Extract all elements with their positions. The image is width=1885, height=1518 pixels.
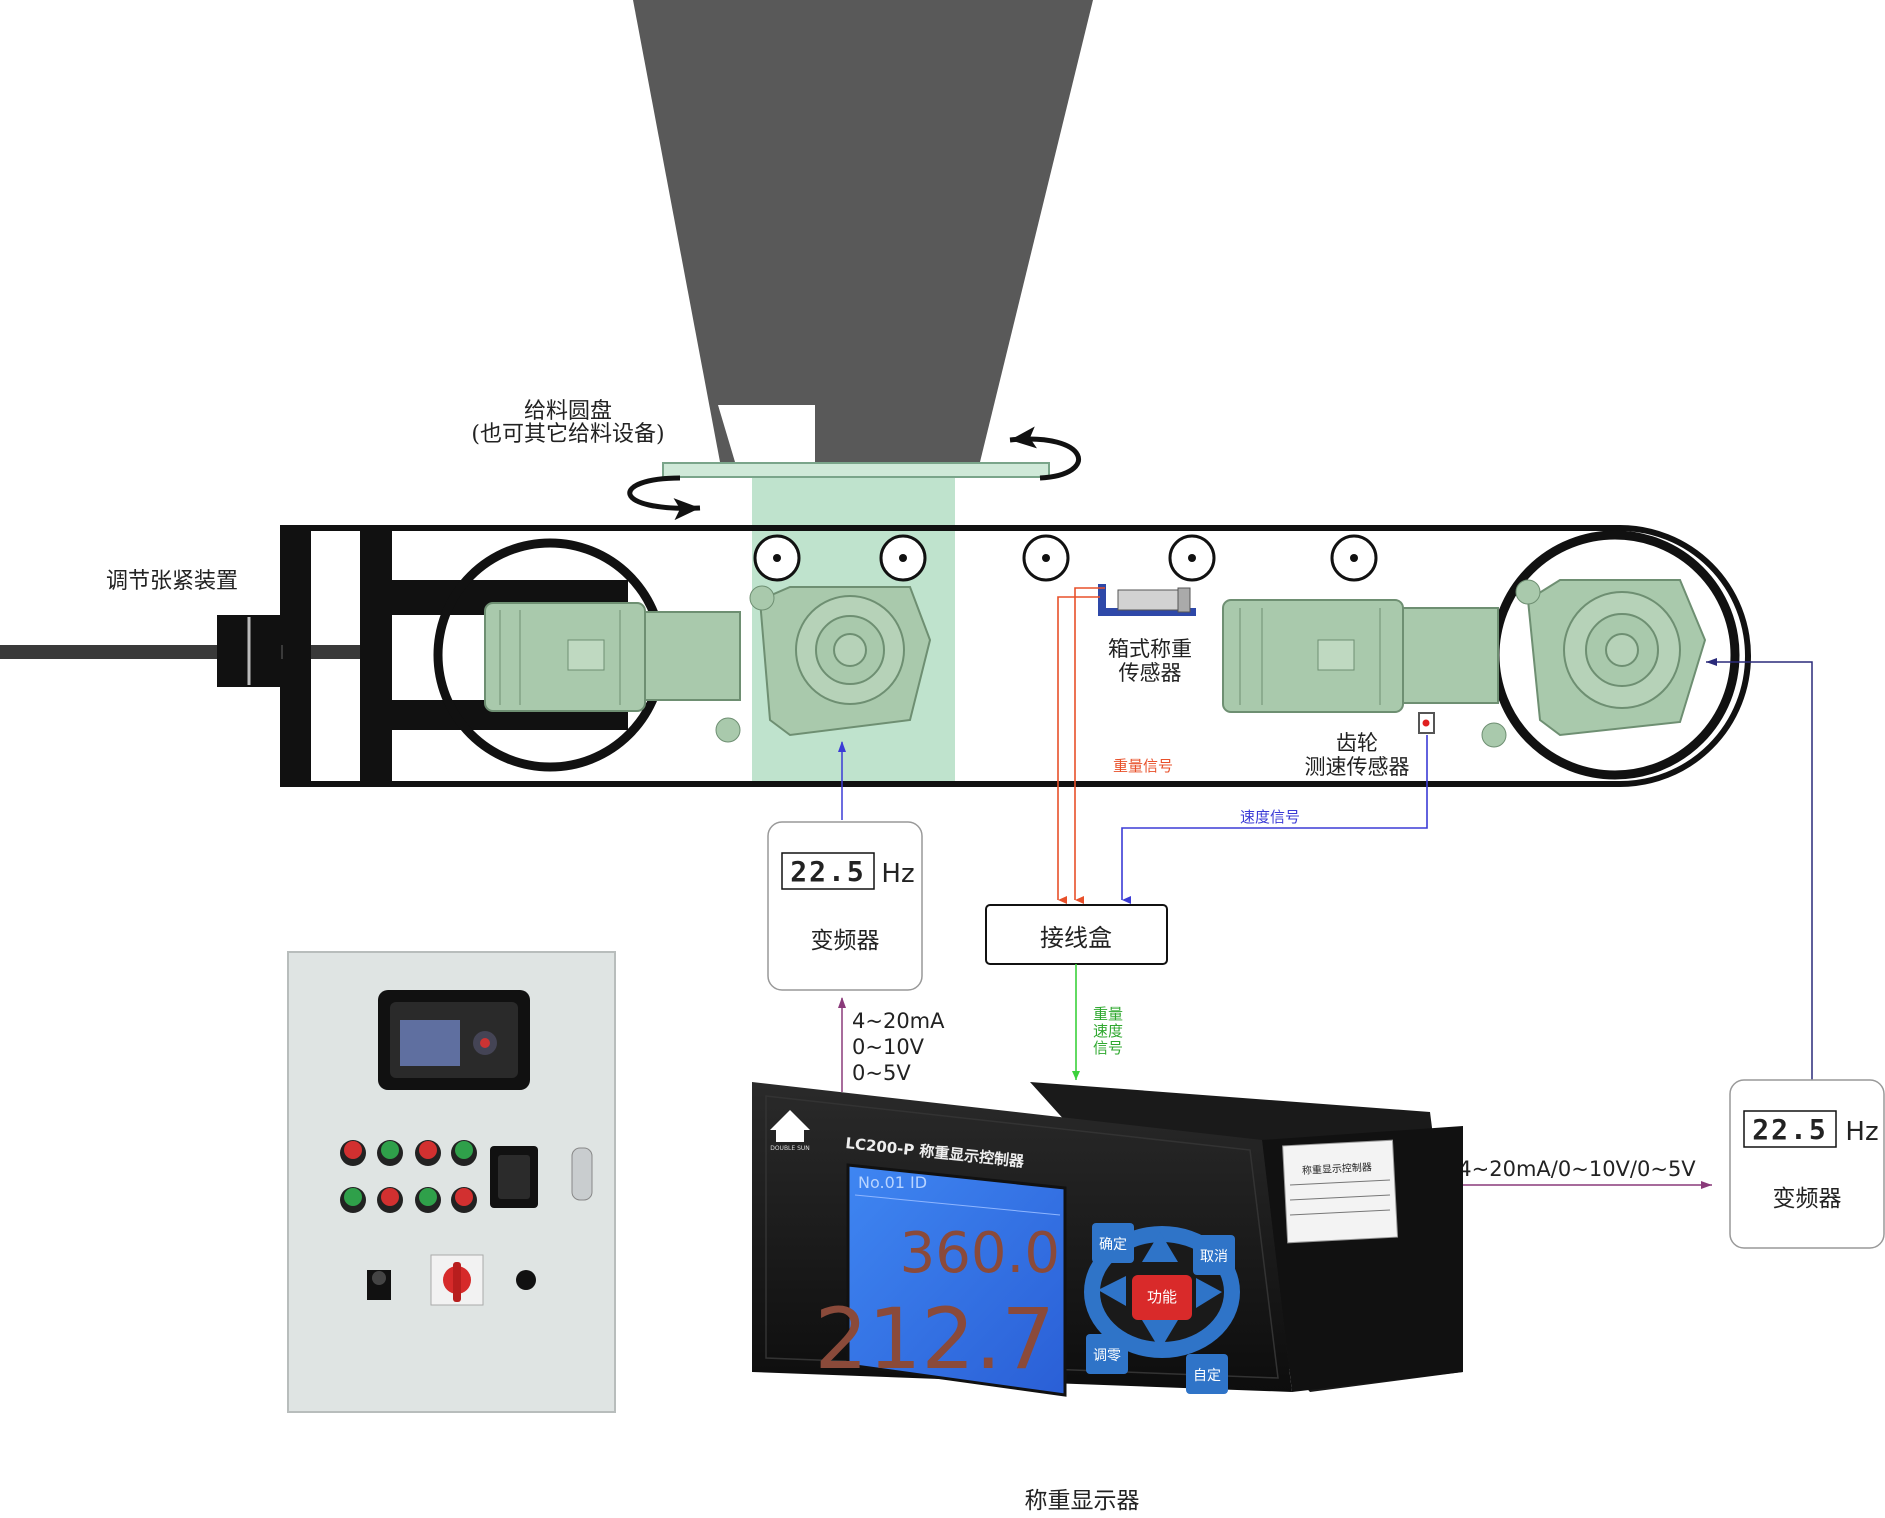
speed-wire (1121, 735, 1428, 904)
load-cell-label-2: 传感器 (1119, 661, 1182, 685)
screen-value-bottom: 212.7 (815, 1290, 1055, 1388)
weight-signal-label: 重量信号 (1113, 757, 1173, 775)
cabinet-buttons-row-1 (340, 1140, 477, 1166)
function-button-label: 功能 (1147, 1288, 1177, 1306)
zero-button[interactable] (1086, 1334, 1128, 1374)
controller-side-label: 称重显示控制器 (1302, 1160, 1373, 1177)
speed-signal-label: 速度信号 (1240, 808, 1300, 826)
output-left-label-1: 4~20mA (852, 1009, 945, 1033)
combined-signal-label-2: 速度 (1093, 1022, 1123, 1040)
vfd-left-reading: 22.5 (790, 855, 865, 888)
combined-signal-label-3: 信号 (1093, 1039, 1123, 1057)
left-frame-bar-1 (283, 528, 311, 784)
vfd-left-name: 变频器 (811, 928, 880, 954)
feeder-title: 给料圆盘 (524, 399, 612, 424)
speed-sensor-label-2: 测速传感器 (1305, 755, 1410, 779)
left-frame-bar-2 (360, 528, 392, 784)
tension-rod (0, 645, 370, 659)
right-motor (1222, 579, 1707, 748)
cancel-button[interactable] (1193, 1235, 1235, 1275)
rotation-arrow-left (627, 475, 701, 521)
controller-brand: DOUBLE SUN (770, 1145, 810, 1152)
screen-value-top: 360.0 (900, 1221, 1060, 1286)
output-right-label: 4~20mA/0~10V/0~5V (1458, 1157, 1696, 1181)
output-left-label-3: 0~5V (852, 1061, 911, 1085)
belt (280, 525, 1751, 787)
hopper (633, 0, 1093, 462)
vfd-right-reading: 22.5 (1752, 1113, 1827, 1146)
custom-button-label: 自定 (1193, 1368, 1221, 1384)
controller-logo (770, 1110, 810, 1142)
feeder-disc (662, 462, 1050, 478)
display-caption: 称重显示器 (1025, 1488, 1140, 1514)
output-left-label-2: 0~10V (852, 1035, 925, 1059)
control-cabinet (287, 951, 616, 1413)
idler-rollers (753, 534, 1378, 582)
tension-device-label: 调节张紧装置 (106, 569, 238, 594)
cancel-button-label: 取消 (1200, 1249, 1228, 1265)
combined-signal-label-1: 重量 (1093, 1005, 1123, 1023)
confirm-button[interactable] (1092, 1223, 1134, 1263)
feeder-subtitle: (也可其它给料设备) (471, 422, 664, 447)
load-cell (1098, 584, 1196, 616)
vfd-right-name: 变频器 (1773, 1186, 1842, 1212)
right-vfd-to-motor-wire (1706, 658, 1813, 1080)
vfd-left-unit: Hz (881, 859, 914, 889)
weighing-controller: 称重显示控制器 DOUBLE SUN LC200-P 称重显示控制器 No.01… (752, 1082, 1463, 1397)
vfd-right: 22.5 Hz 变频器 (1729, 1079, 1885, 1249)
confirm-button-label: 确定 (1099, 1237, 1127, 1253)
zero-button-label: 调零 (1093, 1348, 1121, 1364)
left-motor (484, 585, 932, 743)
hopper-outlet-white (718, 405, 815, 462)
screen-header: No.01 ID (858, 1173, 927, 1192)
cabinet-buttons-row-2 (340, 1187, 477, 1213)
vfd-left: 22.5 Hz 变频器 (767, 821, 923, 991)
weight-wire-1 (1057, 596, 1100, 904)
weight-wire-2 (1074, 587, 1105, 904)
load-cell-label-1: 箱式称重 (1108, 637, 1192, 661)
rotation-arrow-right (1009, 426, 1082, 481)
function-button[interactable] (1132, 1275, 1192, 1320)
custom-button[interactable] (1186, 1354, 1228, 1394)
junction-box-label: 接线盒 (1040, 924, 1112, 952)
vfd-right-unit: Hz (1845, 1117, 1878, 1147)
speed-sensor-label-1: 齿轮 (1336, 731, 1378, 755)
